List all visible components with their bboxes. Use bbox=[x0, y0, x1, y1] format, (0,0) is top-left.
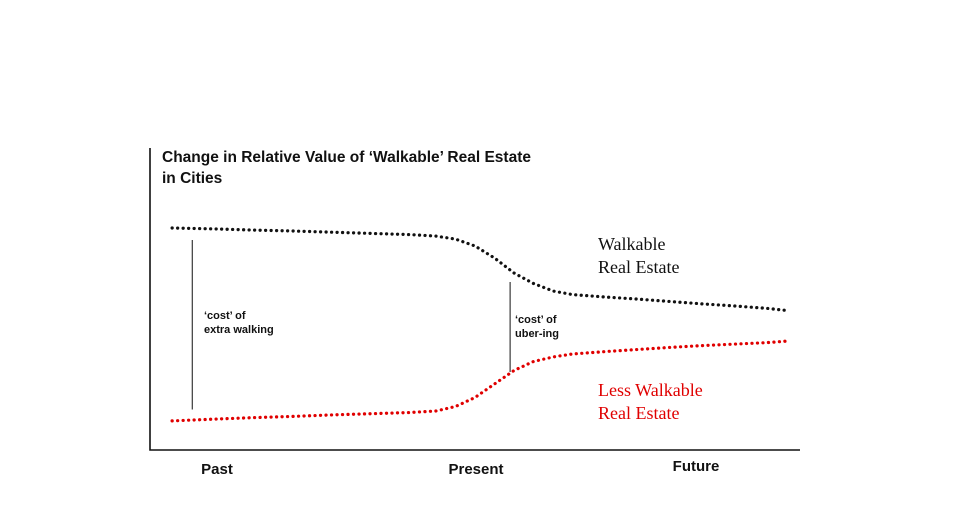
x-tick-future: Future bbox=[672, 458, 720, 475]
chart-title: Change in Relative Value of ‘Walkable’ R… bbox=[162, 149, 531, 187]
x-tick-present: Present bbox=[448, 461, 504, 478]
series-label-walkable: Walkable Real Estate bbox=[598, 234, 680, 277]
annotation-cost-uber-ing: ‘cost’ of uber-ing bbox=[515, 314, 559, 340]
x-tick-past: Past bbox=[201, 461, 233, 478]
annotation-cost-extra-walking: ‘cost’ of extra walking bbox=[204, 310, 274, 336]
series-label-less-walkable: Less Walkable Real Estate bbox=[598, 380, 703, 423]
